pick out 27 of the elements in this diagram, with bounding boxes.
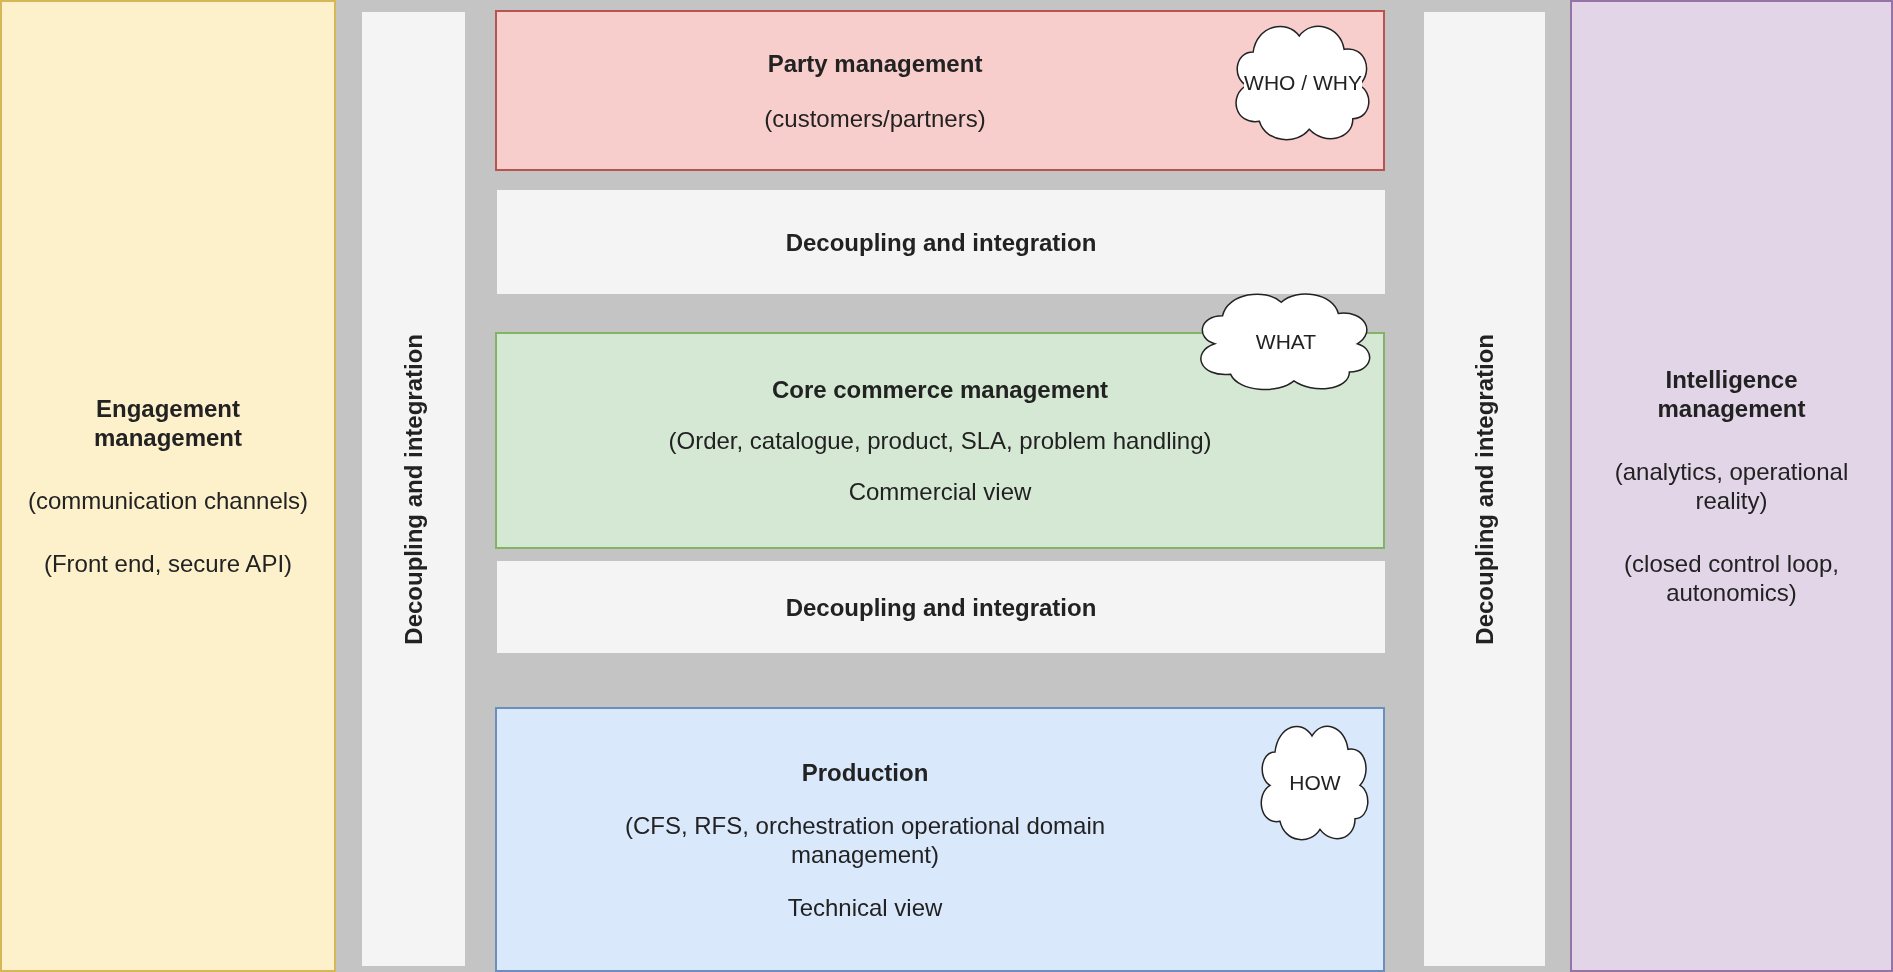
panel-text: Commercial view: [848, 477, 1032, 506]
integration-strip: [497, 190, 1385, 294]
panel-text: (Order, catalogue, product, SLA, problem handling): [668, 426, 1212, 455]
strip-label: Decoupling and integration: [1470, 333, 1499, 645]
panel: [0, 0, 336, 972]
panel-title: Party management: [767, 48, 983, 78]
panel-title: Core commerce management: [771, 375, 1109, 404]
integration-strip: [362, 12, 465, 966]
panel-text: (closed control loop, autonomics): [1623, 549, 1840, 607]
panel-title: Engagement management: [92, 394, 243, 452]
strip-label: Decoupling and integration: [785, 592, 1097, 622]
panel-text: (analytics, operational reality): [1613, 457, 1850, 515]
integration-strip: [497, 561, 1385, 653]
panel-text: (Front end, secure API): [43, 549, 293, 578]
panel-title: Intelligence management: [1656, 365, 1807, 423]
panel-text: (customers/partners): [764, 103, 986, 133]
integration-strip: [1424, 12, 1545, 966]
panel-text: (communication channels): [27, 486, 309, 515]
panel-text: (CFS, RFS, orchestration operational domain management): [623, 810, 1107, 869]
panel: [495, 332, 1385, 549]
panel-title: Production: [801, 757, 929, 787]
panel-text: Technical view: [787, 892, 943, 922]
panel: [495, 707, 1385, 972]
panel: [1570, 0, 1893, 972]
strip-label: Decoupling and integration: [399, 333, 428, 645]
strip-label: Decoupling and integration: [785, 227, 1097, 257]
panel: [495, 10, 1385, 171]
